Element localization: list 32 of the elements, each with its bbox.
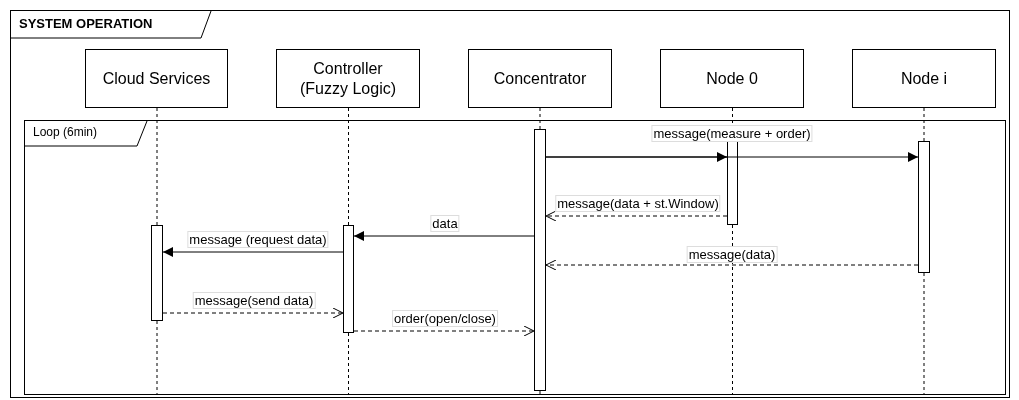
frame-title: SYSTEM OPERATION (19, 16, 153, 31)
return-message-arrow (545, 210, 728, 222)
lifeline-head-box: Node 0 (660, 49, 804, 108)
edge-label: message(measure + order) (651, 125, 813, 142)
lifeline-head-box: Cloud Services (85, 49, 228, 108)
lifeline (923, 107, 925, 142)
lifeline-head-box: Node i (852, 49, 996, 108)
message-arrow (353, 231, 535, 241)
activation-bar (151, 225, 163, 321)
activation-bar (727, 141, 738, 225)
edge-label: order(open/close) (392, 310, 498, 327)
lifeline (348, 107, 349, 226)
edge-label: data (430, 215, 460, 232)
edge-label: message(data) (686, 246, 778, 263)
edge-label: message (request data) (187, 231, 329, 248)
activation-bar (918, 141, 930, 273)
activation-bar (343, 225, 354, 333)
system-frame (10, 10, 1010, 398)
edge-label: message(data + st.Window) (555, 195, 721, 212)
message-arrow (162, 247, 344, 257)
edge-label: message(send data) (192, 292, 316, 309)
activation-bar (534, 129, 546, 391)
return-message-arrow (545, 259, 919, 271)
lifeline-head-box: Controller (Fuzzy Logic) (276, 49, 420, 108)
lifeline (156, 107, 158, 226)
lifeline-head-box: Concentrator (468, 49, 612, 108)
loop-label: Loop (6min) (33, 125, 98, 139)
return-message-arrow (353, 325, 535, 337)
message-arrow (545, 152, 919, 162)
lifeline (539, 107, 541, 130)
loop-frame (24, 120, 1006, 395)
return-message-arrow (162, 307, 344, 319)
